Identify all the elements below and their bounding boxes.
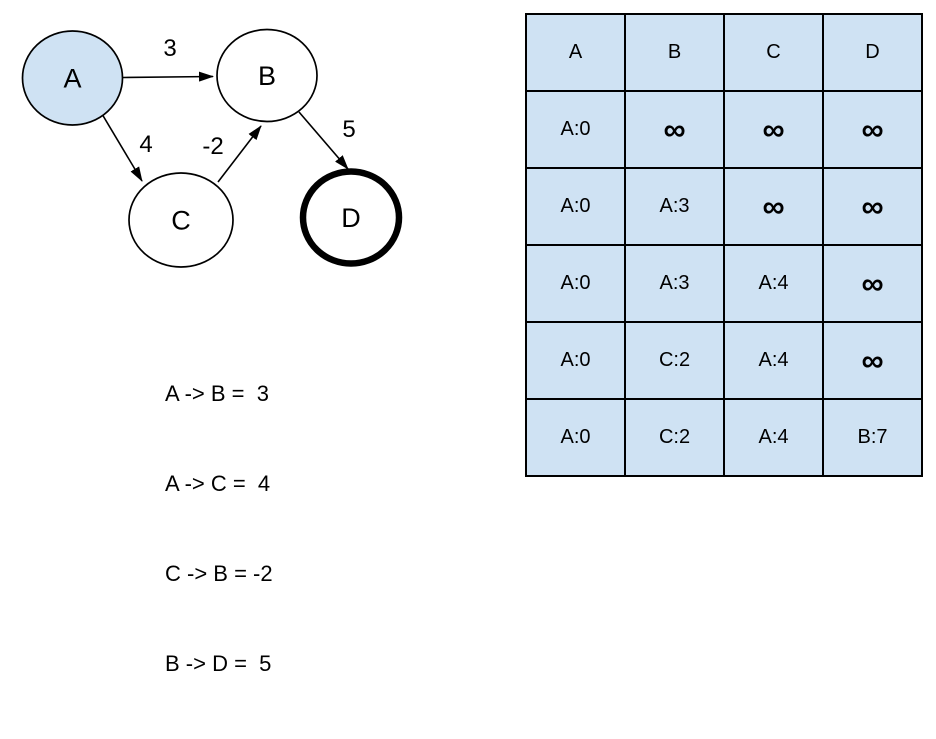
distance-table: A B C D A:0 ∞ ∞ ∞ A:0 A:3 ∞ ∞ A:0 A:3 A:… (525, 13, 923, 477)
node-B-label: B (258, 61, 276, 91)
cell-r4-A: A:0 (525, 321, 626, 400)
node-A (21, 30, 124, 126)
edge-list-line-2: A -> C = 4 (165, 471, 271, 496)
node-A-label: A (63, 64, 81, 94)
table-row-2: A:0 A:3 ∞ ∞ (525, 167, 923, 246)
edge-B-D-weight: 5 (342, 116, 355, 143)
edge-A-B-weight: 3 (163, 35, 176, 62)
header-cell-B: B (624, 13, 725, 92)
cell-r5-A: A:0 (525, 398, 626, 477)
node-C (128, 172, 234, 268)
node-B (216, 28, 318, 123)
cell-r1-C: ∞ (723, 90, 824, 169)
graph-diagram: 3 4 -2 5 A B C D (21, 28, 403, 268)
table-row-1: A:0 ∞ ∞ ∞ (525, 90, 923, 169)
edge-list-line-3: C -> B = -2 (165, 561, 273, 586)
table-row-5: A:0 C:2 A:4 B:7 (525, 398, 923, 477)
node-D-label: D (341, 203, 361, 233)
edge-list-line-1: A -> B = 3 (165, 381, 269, 406)
cell-r4-C: A:4 (723, 321, 824, 400)
cell-r1-B: ∞ (624, 90, 725, 169)
edge-A-C (101, 113, 143, 182)
edge-A-B (122, 71, 214, 82)
bellman-ford-visualization: 3 4 -2 5 A B C D A -> B = 3 A -> C = 4 C… (21, 13, 923, 676)
cell-r3-A: A:0 (525, 244, 626, 323)
table-row-4: A:0 C:2 A:4 ∞ (525, 321, 923, 400)
table-row-3: A:0 A:3 A:4 ∞ (525, 244, 923, 323)
edge-C-B-weight: -2 (202, 133, 223, 160)
cell-r5-D: B:7 (822, 398, 923, 477)
cell-r4-B: C:2 (624, 321, 725, 400)
cell-r2-C: ∞ (723, 167, 824, 246)
cell-r2-A: A:0 (525, 167, 626, 246)
header-cell-D: D (822, 13, 923, 92)
header-cell-C: C (723, 13, 824, 92)
cell-r1-A: A:0 (525, 90, 626, 169)
edge-B-D (298, 111, 349, 170)
node-D (299, 168, 403, 267)
node-C-label: C (171, 206, 191, 236)
cell-r3-D: ∞ (822, 244, 923, 323)
edge-C-B (217, 125, 262, 183)
cell-r3-C: A:4 (723, 244, 824, 323)
cell-r1-D: ∞ (822, 90, 923, 169)
cell-r5-B: C:2 (624, 398, 725, 477)
edge-list-line-4: B -> D = 5 (165, 651, 272, 676)
cell-r3-B: A:3 (624, 244, 725, 323)
header-cell-A: A (525, 13, 626, 92)
edge-A-C-weight: 4 (139, 131, 152, 158)
cell-r2-B: A:3 (624, 167, 725, 246)
table-header-row: A B C D (525, 13, 923, 92)
cell-r2-D: ∞ (822, 167, 923, 246)
cell-r5-C: A:4 (723, 398, 824, 477)
cell-r4-D: ∞ (822, 321, 923, 400)
edge-list: A -> B = 3 A -> C = 4 C -> B = -2 B -> D… (165, 319, 273, 739)
